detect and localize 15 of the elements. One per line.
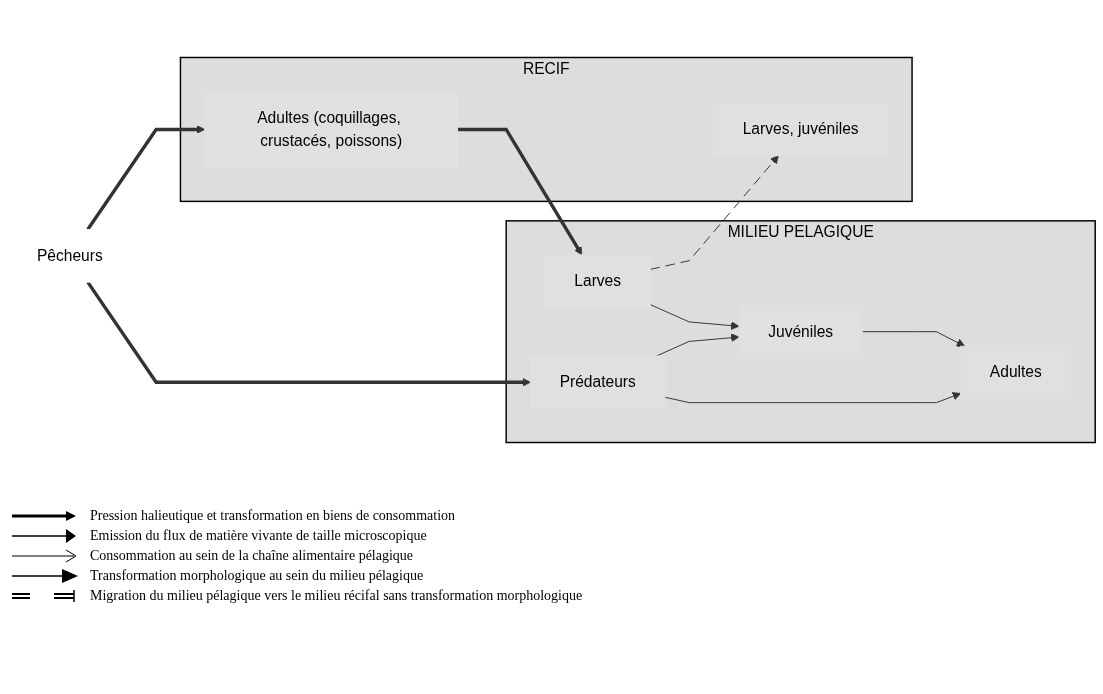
node-text: Larves, juvéniles xyxy=(742,120,859,138)
node-text: Pêcheurs xyxy=(36,247,103,264)
arrow xyxy=(86,125,206,231)
legend-text: Consommation au sein de la chaîne alimentaire pélagique xyxy=(90,548,414,564)
legend-text: Transformation morphologique au sein du milieu pélagique xyxy=(90,568,424,584)
node-text: Juvéniles xyxy=(768,322,834,340)
legend-text: Emission du flux de matière vivante de taille microscopique xyxy=(90,528,427,544)
node-text: Adultes (coquillages, crustacés, poissons) xyxy=(257,109,403,149)
legend-text: Migration du milieu pélagique vers le milieu récifal sans transformation morphologique xyxy=(90,588,583,604)
arrow xyxy=(86,281,531,387)
node-text: Larves xyxy=(574,272,622,289)
legend-text: Pression halieutique et transformation en biens de consommation xyxy=(90,508,456,524)
node-text: Prédateurs xyxy=(559,373,636,391)
node-text: Adultes xyxy=(989,363,1042,381)
arrow xyxy=(457,127,583,256)
